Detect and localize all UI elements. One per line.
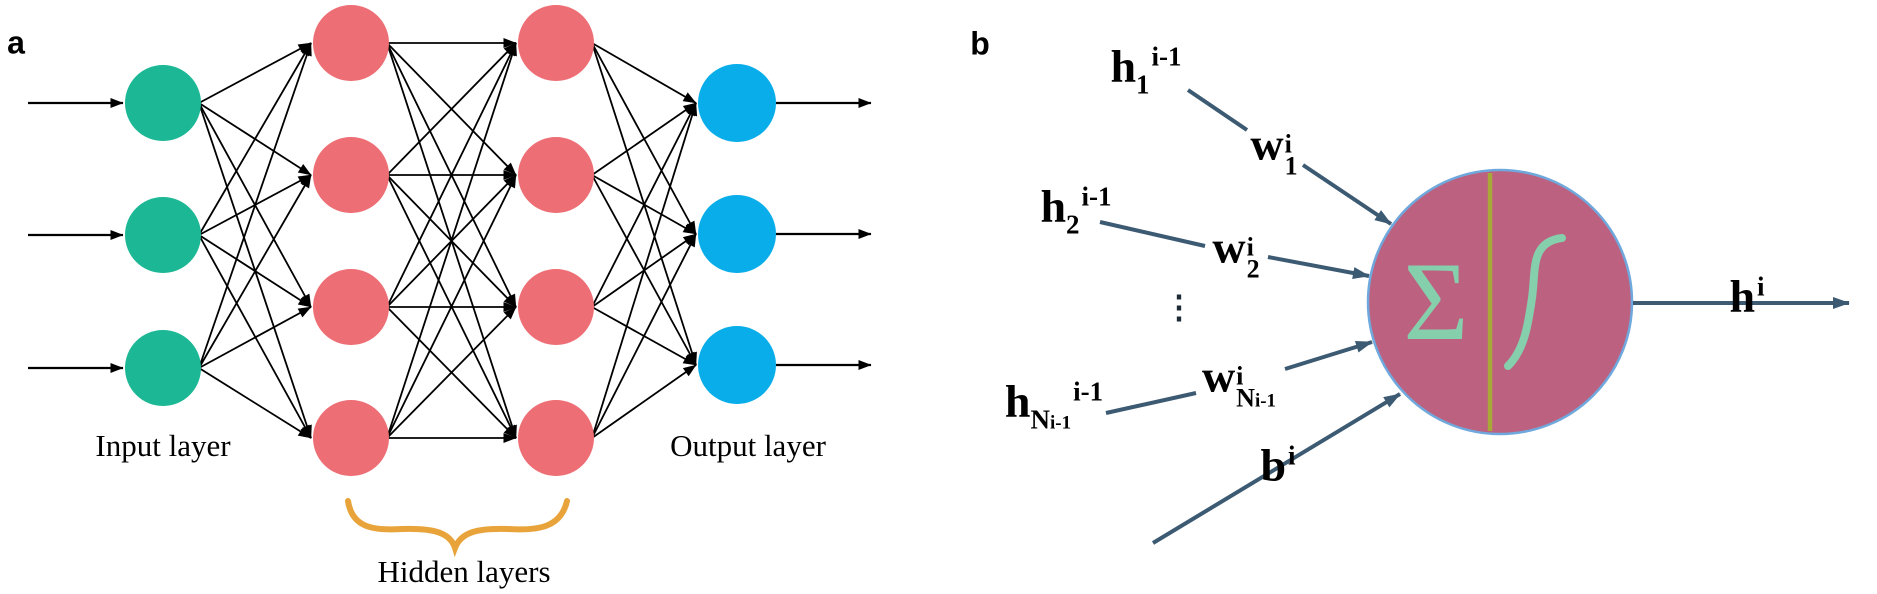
edge — [591, 102, 697, 176]
node-hidden-layer-2-4 — [518, 400, 594, 476]
node-output-layer-3 — [698, 326, 776, 404]
node-hidden-layer-2-3 — [518, 269, 594, 345]
edge — [591, 102, 697, 308]
edge — [198, 42, 312, 236]
ann-network-graph — [28, 5, 872, 476]
weight-2-arrow — [1267, 255, 1370, 279]
panel-a-label: a — [7, 24, 25, 61]
edge — [198, 367, 312, 439]
edge — [198, 174, 312, 369]
input-n-line — [1105, 391, 1197, 415]
neuron-detail: Σ — [1099, 88, 1850, 545]
node-hidden-layer-1-1 — [313, 5, 389, 81]
nodes — [125, 5, 776, 476]
io-arrows — [28, 98, 872, 373]
node-output-layer-1 — [698, 64, 776, 142]
node-hidden-layer-1-3 — [313, 269, 389, 345]
edge — [386, 42, 517, 439]
input-2-line — [1099, 220, 1206, 248]
input-hn-label: hNi-1i-1 — [1004, 375, 1104, 435]
integral-icon — [1504, 234, 1566, 370]
node-hidden-layer-2-1 — [518, 5, 594, 81]
node-input-layer-2 — [125, 197, 201, 273]
edge — [198, 42, 312, 104]
edge — [386, 174, 517, 439]
bias-label: bi — [1260, 439, 1296, 491]
bias-arrow — [1151, 392, 1402, 545]
input-h1-label: h1i-1 — [1110, 40, 1182, 100]
weight-1-arrow — [1301, 163, 1393, 226]
node-hidden-layer-1-2 — [313, 137, 389, 213]
edge — [198, 42, 312, 369]
sum-symbol: Σ — [1403, 240, 1468, 364]
edge — [198, 306, 312, 369]
node-input-layer-3 — [125, 330, 201, 406]
node-hidden-layer-2-2 — [518, 137, 594, 213]
edges — [198, 38, 698, 443]
hidden-layers-brace — [345, 498, 570, 558]
hidden-layers-caption: Hidden layers — [377, 554, 551, 589]
input-h2-label: h2i-1 — [1040, 180, 1112, 240]
output-h-label: hi — [1729, 270, 1765, 322]
input-layer-caption: Input layer — [95, 428, 231, 463]
edge — [591, 42, 697, 104]
node-output-layer-2 — [698, 195, 776, 273]
edge — [591, 364, 697, 439]
input-1-line — [1186, 88, 1249, 132]
edge — [591, 102, 698, 439]
edge — [386, 42, 517, 308]
edge — [591, 233, 697, 439]
output-layer-caption: Output layer — [670, 428, 826, 463]
node-hidden-layer-1-4 — [313, 400, 389, 476]
ellipsis-dots: ⋮ — [1163, 289, 1195, 325]
panel-b-label: b — [970, 25, 990, 62]
node-input-layer-1 — [125, 65, 201, 141]
weight-n-arrow — [1284, 340, 1373, 371]
edge — [386, 42, 517, 176]
neuron-body — [1366, 168, 1634, 436]
edge — [386, 306, 517, 439]
